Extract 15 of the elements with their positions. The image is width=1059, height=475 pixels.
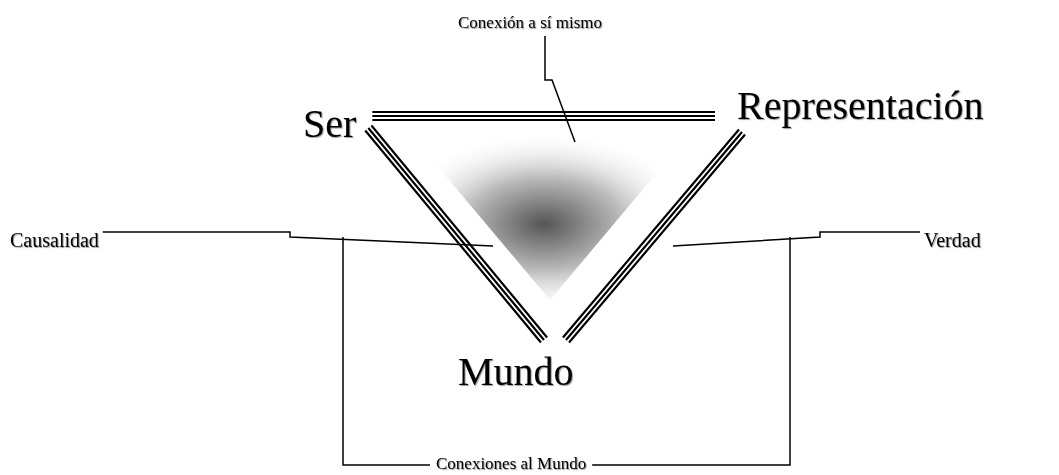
annotation-text: Conexiones al Mundo bbox=[436, 455, 587, 472]
annotation-text: Causalidad bbox=[10, 230, 99, 250]
concept-label: Mundo bbox=[458, 352, 574, 392]
leader-line bbox=[102, 231, 494, 247]
leader-line bbox=[591, 236, 791, 466]
triple-line-connector bbox=[371, 110, 717, 122]
annotation-text: Conexión a sí mismo bbox=[458, 14, 603, 31]
leader-line bbox=[672, 231, 921, 247]
concept-label: Representación bbox=[737, 86, 984, 126]
triple-line-connector bbox=[561, 128, 747, 344]
annotation-text: Verdad bbox=[924, 230, 981, 250]
leader-line bbox=[342, 236, 431, 466]
concept-label: Ser bbox=[303, 104, 357, 144]
triple-line-connector bbox=[364, 124, 549, 344]
leader-line bbox=[544, 35, 576, 143]
